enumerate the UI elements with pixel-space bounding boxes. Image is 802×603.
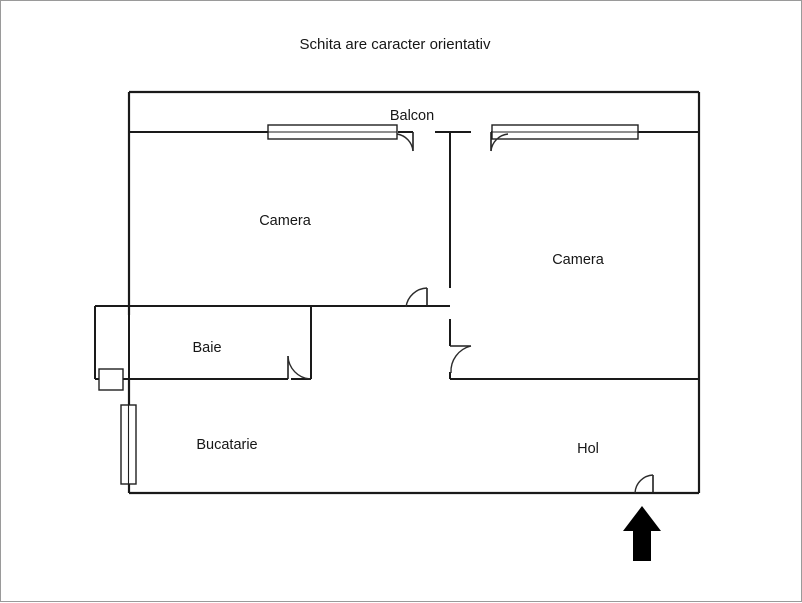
room-label-hol: Hol (577, 441, 599, 457)
bath-window (98, 368, 124, 391)
room-label-camera-2: Camera (552, 252, 605, 268)
room-label-baie: Baie (192, 340, 221, 356)
page-title: Schita are caracter orientativ (300, 36, 491, 53)
doors (287, 132, 654, 494)
windows (98, 124, 639, 485)
entrance-door-swing-arc (634, 474, 654, 494)
room-label-bucatarie: Bucatarie (196, 437, 257, 453)
room-label-balcon: Balcon (390, 108, 434, 124)
bedroom-door-swing-arc (405, 287, 428, 308)
entry-direction-arrow (623, 506, 661, 561)
hall-door-swing-arc (450, 345, 472, 374)
room-label-camera-1: Camera (259, 213, 312, 229)
entry-direction-arrow (623, 506, 661, 561)
bathroom-door-swing-arc (287, 355, 311, 380)
balcony-door-left-swing-arc (396, 133, 414, 152)
balcony-door-right-swing-arc (490, 133, 509, 152)
interior-walls (94, 131, 699, 494)
